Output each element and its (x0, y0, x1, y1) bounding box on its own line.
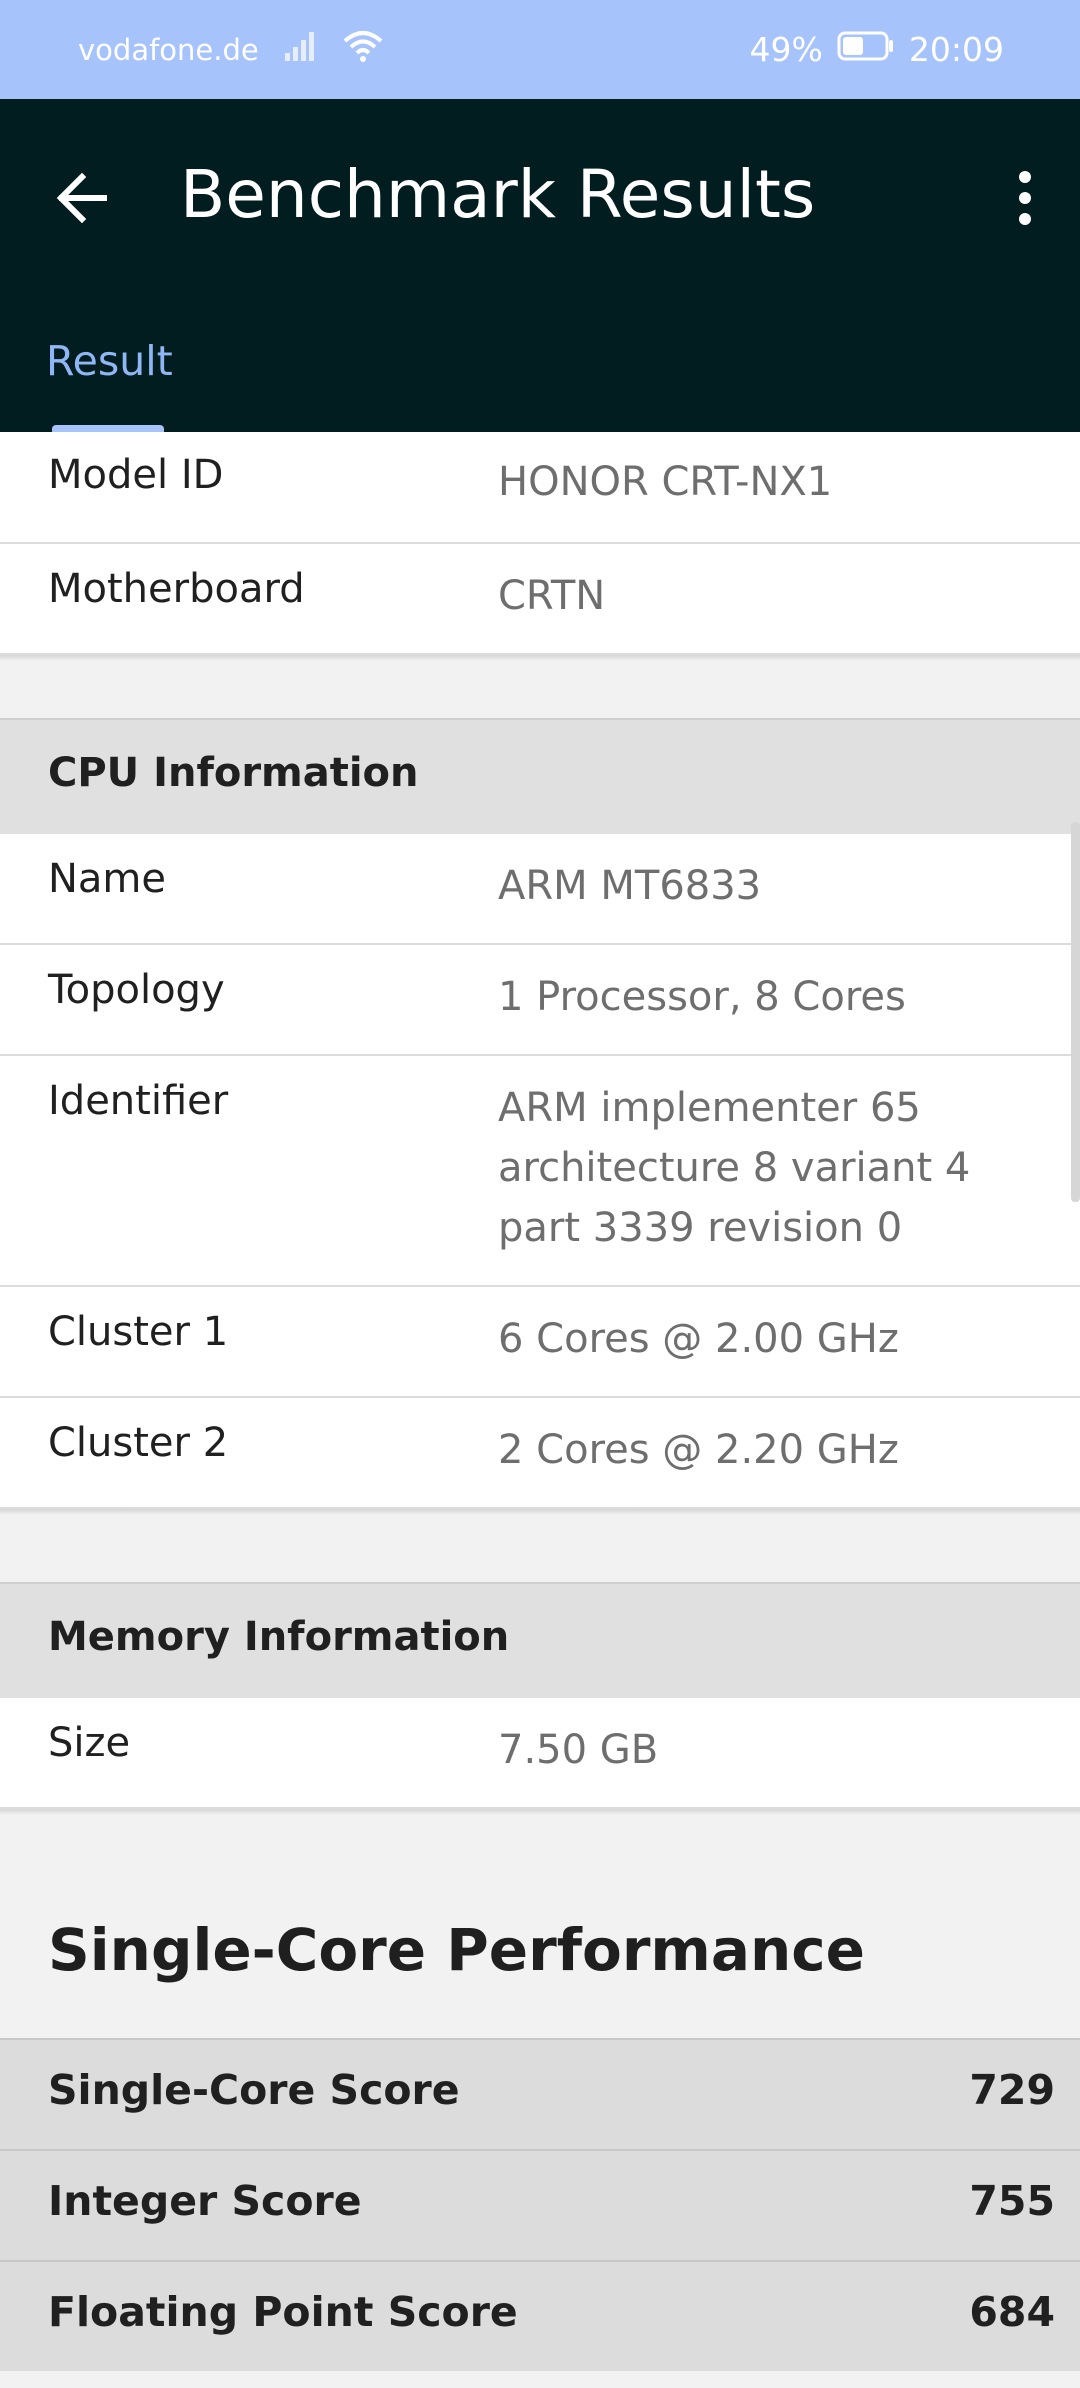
tab-result[interactable]: Result (46, 337, 173, 385)
row-value: ARM implementer 65 architecture 8 varian… (498, 1085, 971, 1251)
row-label: Name (48, 856, 167, 902)
section-title: CPU Information (48, 750, 419, 796)
score-row-integer: Integer Score 755 (0, 2149, 1080, 2260)
row-value: HONOR CRT-NX1 (498, 459, 833, 505)
arrow-left-icon[interactable] (50, 165, 120, 231)
row-label: Model ID (48, 452, 224, 498)
score-value: 729 (969, 2066, 1055, 2114)
section-header-memory: Memory Information (0, 1582, 1080, 1698)
more-vertical-icon[interactable] (1000, 165, 1050, 231)
group-shadow (0, 1509, 1080, 1515)
row-label: Motherboard (48, 566, 305, 612)
status-right: 49% 20:09 (750, 0, 1004, 99)
clock: 20:09 (908, 30, 1004, 69)
row-value: CRTN (498, 573, 606, 619)
info-row-topology: Topology 1 Processor, 8 Cores (0, 945, 1080, 1056)
section-header-cpu: CPU Information (0, 718, 1080, 834)
status-bar: vodafone.de 49% (0, 0, 1080, 99)
battery-icon (837, 30, 895, 70)
info-row-model-id: Model ID HONOR CRT-NX1 (0, 432, 1080, 544)
row-value: ARM MT6833 (498, 863, 762, 909)
info-row-memory-size: Size 7.50 GB (0, 1698, 1080, 1809)
row-value: 2 Cores @ 2.20 GHz (498, 1427, 899, 1473)
row-value: 6 Cores @ 2.00 GHz (498, 1316, 899, 1362)
row-value: 1 Processor, 8 Cores (498, 974, 906, 1020)
results-content[interactable]: Model ID HONOR CRT-NX1 Motherboard CRTN … (0, 432, 1080, 2388)
page-title: Benchmark Results (180, 156, 816, 233)
group-shadow (0, 1809, 1080, 1815)
info-row-cluster-1: Cluster 1 6 Cores @ 2.00 GHz (0, 1287, 1080, 1398)
wifi-icon (343, 29, 383, 70)
score-label: Integer Score (48, 2177, 362, 2225)
row-label: Topology (48, 967, 225, 1013)
single-core-title: Single-Core Performance (48, 1916, 866, 1984)
status-left: vodafone.de (78, 0, 383, 99)
score-row-floating-point: Floating Point Score 684 (0, 2260, 1080, 2371)
info-row-motherboard: Motherboard CRTN (0, 544, 1080, 655)
row-label: Size (48, 1720, 131, 1766)
row-label: Identifier (48, 1078, 229, 1124)
info-row-identifier: Identifier ARM implementer 65 architectu… (0, 1056, 1080, 1287)
section-title: Memory Information (48, 1614, 510, 1660)
tab-indicator (52, 425, 164, 432)
battery-percent: 49% (749, 30, 823, 69)
row-label: Cluster 1 (48, 1309, 229, 1355)
score-value: 755 (969, 2177, 1055, 2225)
row-label: Cluster 2 (48, 1420, 229, 1466)
carrier-name: vodafone.de (78, 32, 259, 67)
score-label: Floating Point Score (48, 2288, 518, 2336)
score-label: Single-Core Score (48, 2066, 460, 2114)
score-row-single-core: Single-Core Score 729 (0, 2038, 1080, 2149)
scrollbar[interactable] (1071, 822, 1080, 1202)
group-shadow (0, 655, 1080, 661)
info-row-cluster-2: Cluster 2 2 Cores @ 2.20 GHz (0, 1398, 1080, 1509)
row-value: 7.50 GB (498, 1727, 659, 1773)
app-bar: Benchmark Results Result (0, 99, 1080, 432)
info-row-cpu-name: Name ARM MT6833 (0, 834, 1080, 945)
score-value: 684 (969, 2288, 1055, 2336)
signal-icon (283, 29, 319, 70)
